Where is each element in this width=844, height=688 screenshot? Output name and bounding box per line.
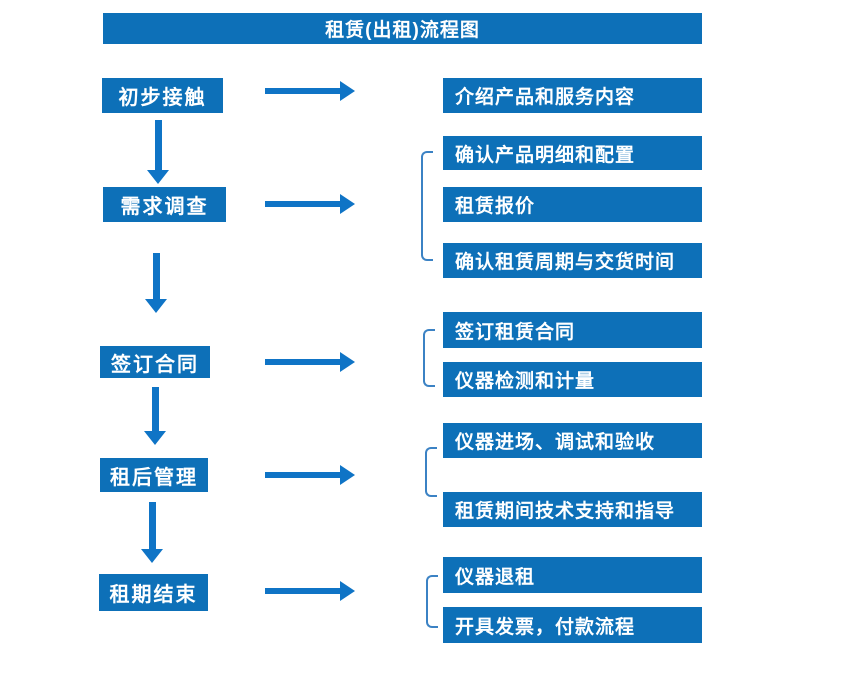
arrow-right-icon bbox=[265, 81, 355, 101]
detail-box-confirm-product-details: 确认产品明细和配置 bbox=[443, 136, 702, 170]
detail-box-instrument-setup-acceptance: 仪器进场、调试和验收 bbox=[443, 423, 702, 458]
detail-box-instrument-return: 仪器退租 bbox=[443, 557, 702, 593]
arrow-down-icon bbox=[147, 120, 169, 184]
bracket-connector bbox=[425, 447, 437, 497]
detail-box-instrument-inspection: 仪器检测和计量 bbox=[443, 362, 702, 397]
arrow-right-icon bbox=[265, 581, 355, 601]
stage-box-sign-contract: 签订合同 bbox=[100, 346, 210, 378]
page-title: 租赁(出租)流程图 bbox=[103, 13, 702, 44]
detail-box-confirm-rental-period: 确认租赁周期与交货时间 bbox=[443, 243, 702, 278]
arrow-right-icon bbox=[265, 352, 355, 372]
arrow-down-icon bbox=[141, 502, 163, 563]
detail-box-invoice-payment: 开具发票，付款流程 bbox=[443, 607, 702, 643]
bracket-connector bbox=[421, 151, 433, 261]
arrow-right-icon bbox=[265, 194, 355, 214]
bracket-connector bbox=[423, 329, 435, 387]
stage-box-lease-end: 租期结束 bbox=[99, 574, 208, 611]
stage-box-post-rental-management: 租后管理 bbox=[100, 458, 208, 492]
arrow-right-icon bbox=[265, 465, 355, 485]
stage-box-initial-contact: 初步接触 bbox=[102, 78, 223, 113]
stage-box-demand-survey: 需求调查 bbox=[103, 187, 226, 222]
detail-box-rental-quote: 租赁报价 bbox=[443, 187, 702, 222]
arrow-down-icon bbox=[145, 253, 167, 313]
arrow-down-icon bbox=[144, 387, 166, 445]
bracket-connector bbox=[426, 575, 438, 628]
detail-box-introduce-products: 介绍产品和服务内容 bbox=[443, 78, 702, 113]
detail-box-technical-support: 租赁期间技术支持和指导 bbox=[443, 492, 702, 527]
detail-box-sign-rental-contract: 签订租赁合同 bbox=[443, 312, 702, 348]
